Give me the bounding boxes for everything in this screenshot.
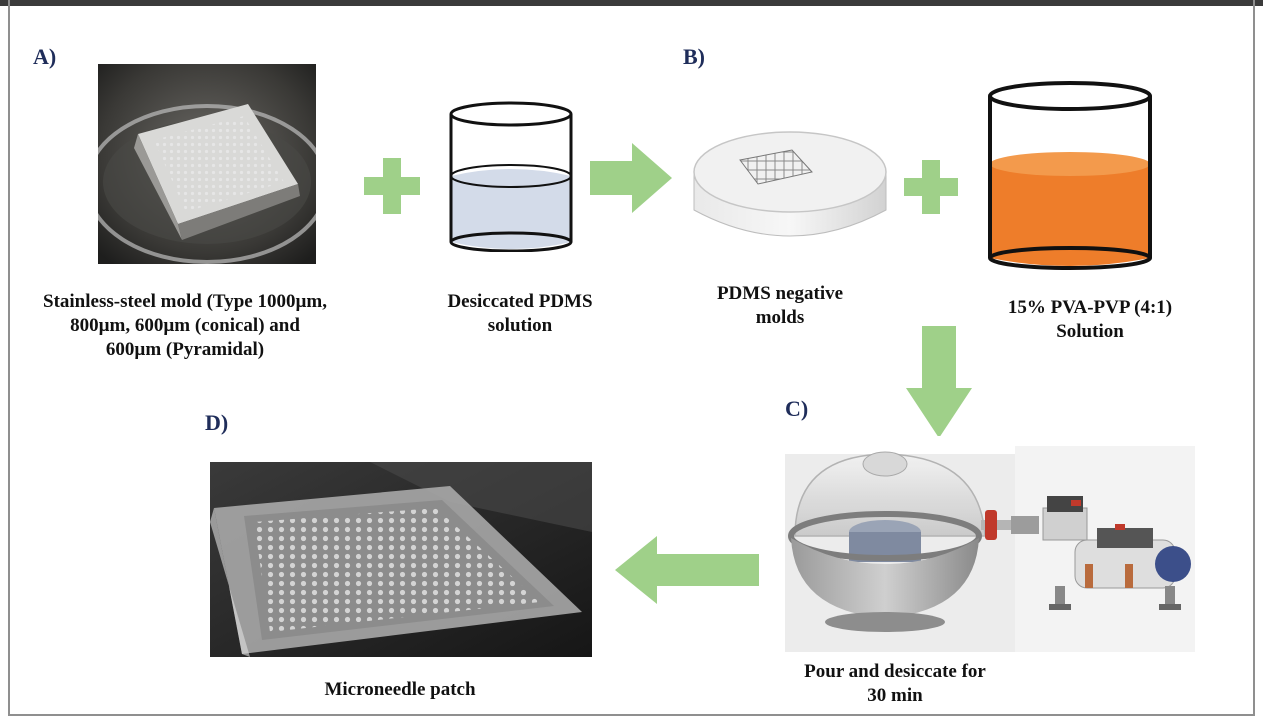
caption-line: solution [487,315,553,336]
caption-line: Desiccated PDMS [447,291,593,312]
microneedle-patch-photo [210,462,592,657]
plus-icon [364,158,420,214]
arrow-left-icon [615,536,759,604]
panel-label-b: B) [683,44,705,69]
figure-frame [8,0,1255,716]
vacuum-desiccator-illustration [785,436,1195,652]
beaker-icon [985,78,1155,274]
plus-icon [904,160,958,214]
caption-desiccated-pdms: Desiccated PDMS solution [420,290,620,338]
top-border [0,0,1263,6]
pdms-negative-mold-illustration [690,112,890,248]
caption-microneedle-patch: Microneedle patch [324,679,476,700]
caption-pour-and-desiccate: Pour and desiccate for 30 min [780,660,1010,708]
caption-line: 800µm, 600µm (conical) and [70,315,300,336]
caption-line: PDMS negative [716,283,844,304]
beaker-icon [448,100,574,252]
caption-pva-pvp-solution: 15% PVA-PVP (4:1) Solution [980,296,1200,344]
stainless-steel-mold-photo [98,64,316,264]
caption-pdms-negative-molds: PDMS negative molds [680,282,880,330]
caption-line: 600µm (Pyramidal) [105,339,265,360]
caption-line: 15% PVA-PVP (4:1) [1007,297,1173,318]
panel-label-d: D) [205,410,229,435]
caption-line: 30 min [867,685,923,706]
caption-line: Pour and desiccate for [804,661,986,682]
caption-line: Stainless-steel mold (Type 1000µm, [43,291,327,312]
arrow-right-icon [590,143,672,213]
caption-line: molds [755,307,805,328]
caption-line: Solution [1056,321,1124,342]
caption-stainless-steel-mold: Stainless-steel mold (Type 1000µm, 800µm… [25,290,345,362]
arrow-down-icon [906,326,972,438]
panel-label-a: A) [33,44,57,69]
panel-label-c: C) [785,396,809,421]
